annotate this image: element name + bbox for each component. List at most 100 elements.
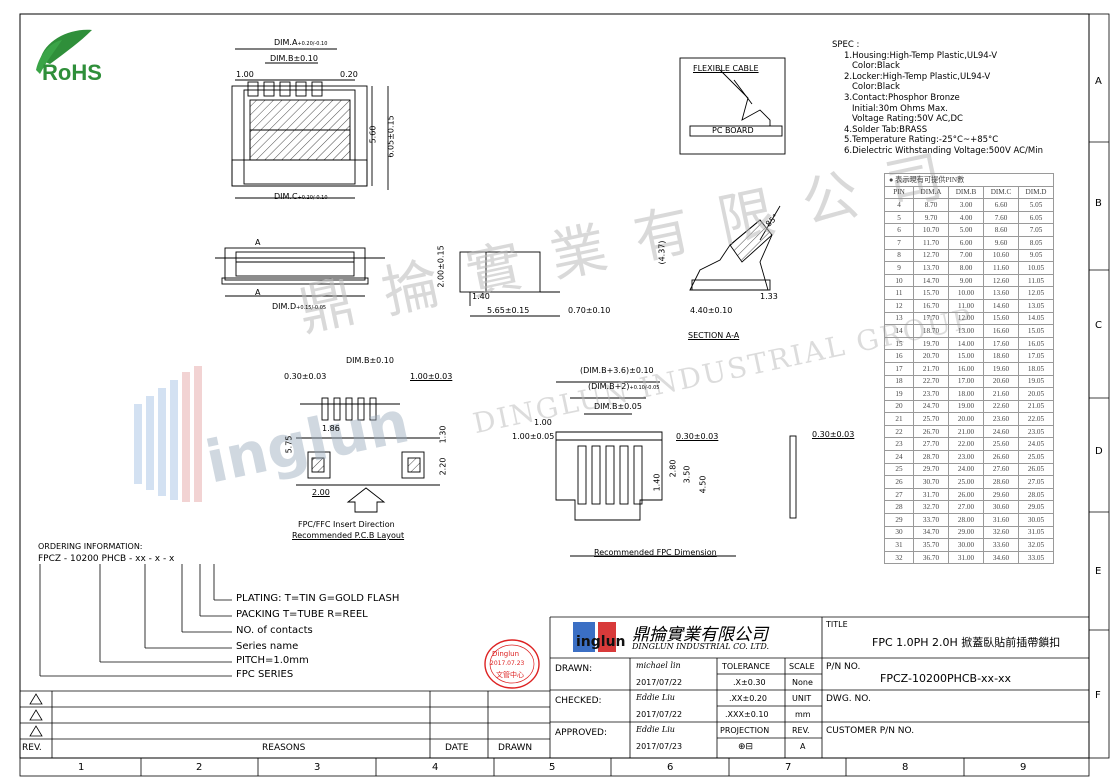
spec-title: SPEC : bbox=[832, 40, 860, 50]
table-header: DIM.A bbox=[913, 185, 949, 200]
table-cell: 26 bbox=[884, 475, 914, 489]
table-cell: 15.60 bbox=[983, 311, 1019, 326]
table-cell: 23.70 bbox=[913, 387, 949, 401]
company-name-en: DINGLUN INDUSTRIAL CO. LTD. bbox=[632, 642, 770, 651]
table-cell: 26.60 bbox=[983, 450, 1019, 464]
dim-c-label: DIM.C+0.20/-0.10 bbox=[274, 192, 328, 201]
table-cell: 23.00 bbox=[948, 450, 984, 464]
pn-value: FPCZ-10200PHCB-xx-xx bbox=[880, 672, 1012, 685]
table-cell: 18.70 bbox=[913, 324, 949, 338]
pn-label: P/N NO. bbox=[826, 662, 861, 672]
table-cell: 26.00 bbox=[948, 487, 984, 502]
table-cell: 14.05 bbox=[1018, 311, 1054, 326]
table-cell: 13.05 bbox=[1018, 298, 1054, 313]
table-cell: 31.05 bbox=[1018, 525, 1054, 540]
ordering-fpc-series: FPC SERIES bbox=[236, 669, 294, 680]
table-cell: 29.60 bbox=[983, 487, 1019, 502]
section-marker-bottom: A bbox=[255, 288, 261, 297]
table-cell: 10 bbox=[884, 273, 914, 288]
table-cell: 32.05 bbox=[1018, 538, 1054, 552]
table-cell: 29.70 bbox=[913, 462, 949, 477]
table-cell: 20.00 bbox=[948, 412, 984, 426]
scale-label: SCALE bbox=[789, 662, 815, 671]
table-cell: 5.05 bbox=[1018, 198, 1054, 212]
table-cell: 30.00 bbox=[948, 538, 984, 552]
spec-line: 6.Dielectric Withstanding Voltage:500V A… bbox=[844, 145, 1044, 156]
table-cell: 16 bbox=[884, 349, 914, 363]
grid-row-d: D bbox=[1095, 446, 1103, 457]
table-cell: 22.00 bbox=[948, 437, 984, 452]
dim-d-label: DIM.D+0.15/-0.05 bbox=[272, 302, 326, 311]
table-cell: 31 bbox=[884, 538, 914, 552]
tolerance-1: .X±0.30 bbox=[733, 678, 766, 687]
dim-200-015: 2.00±0.15 bbox=[436, 245, 446, 288]
table-cell: 18 bbox=[884, 374, 914, 389]
dim-440: 4.40±0.10 bbox=[690, 306, 733, 315]
table-header: DIM.D bbox=[1018, 185, 1054, 200]
drawn-label: DRAWN: bbox=[555, 664, 593, 674]
drawn-header: DRAWN bbox=[498, 743, 533, 753]
pcb-dim-b: DIM.B±0.10 bbox=[346, 356, 394, 365]
table-cell: 19.70 bbox=[913, 336, 949, 351]
table-cell: 9.05 bbox=[1018, 248, 1054, 263]
table-cell: 22.60 bbox=[983, 399, 1019, 414]
grid-col-1: 1 bbox=[78, 762, 85, 773]
rev-value: A bbox=[800, 742, 806, 751]
company-name-cn: 鼎掄實業有限公司 bbox=[632, 625, 768, 645]
table-cell: 32.60 bbox=[983, 525, 1019, 540]
table-cell: 7.05 bbox=[1018, 223, 1054, 237]
spec-line: Color:Black bbox=[852, 82, 900, 93]
table-cell: 7 bbox=[884, 235, 914, 250]
drawing-title: FPC 1.0PH 2.0H 掀蓋臥貼前插帶鎖扣 bbox=[872, 636, 1061, 649]
table-cell: 8.70 bbox=[913, 198, 949, 212]
table-cell: 23 bbox=[884, 437, 914, 452]
projection-symbol: ⊕⊟ bbox=[738, 742, 754, 752]
table-cell: 10.70 bbox=[913, 223, 949, 237]
table-cell: 25.00 bbox=[948, 475, 984, 489]
approved-date: 2017/07/23 bbox=[636, 742, 683, 751]
table-cell: 18.05 bbox=[1018, 361, 1054, 376]
ordering-packing: PACKING T=TUBE R=REEL bbox=[236, 609, 368, 620]
dim-133: 1.33 bbox=[760, 292, 778, 301]
table-cell: 20 bbox=[884, 399, 914, 414]
table-cell: 13.70 bbox=[913, 261, 949, 275]
table-cell: 4.00 bbox=[948, 210, 984, 225]
table-cell: 24 bbox=[884, 450, 914, 464]
table-cell: 6.00 bbox=[948, 235, 984, 250]
drawn-name: michael lin bbox=[636, 661, 681, 670]
table-cell: 33.70 bbox=[913, 513, 949, 527]
table-cell: 15.70 bbox=[913, 286, 949, 300]
dim-b-label: DIM.B±0.10 bbox=[270, 54, 318, 63]
fpc-dim-b36: (DIM.B+3.6)±0.10 bbox=[580, 366, 654, 375]
table-cell: 27.00 bbox=[948, 500, 984, 515]
rohs-logo: RoHS bbox=[42, 60, 102, 85]
checked-label: CHECKED: bbox=[555, 696, 602, 706]
grid-col-2: 2 bbox=[196, 762, 203, 773]
table-cell: 10.05 bbox=[1018, 261, 1054, 275]
fpc-dim-b005: DIM.B±0.05 bbox=[594, 402, 642, 411]
pcb-dim-130: 1.30 bbox=[438, 425, 448, 444]
table-cell: 21.70 bbox=[913, 361, 949, 376]
projection-label: PROJECTION bbox=[720, 726, 770, 735]
table-cell: 24.60 bbox=[983, 424, 1019, 439]
table-cell: 25.60 bbox=[983, 437, 1019, 452]
section-marker-top: A bbox=[255, 238, 261, 247]
dim-d-tol: +0.15/-0.05 bbox=[296, 305, 327, 311]
table-cell: 27.60 bbox=[983, 462, 1019, 477]
grid-col-5: 5 bbox=[549, 762, 556, 773]
fpc-dim-b2-tol: +0.10/-0.05 bbox=[629, 385, 660, 391]
grid-col-4: 4 bbox=[432, 762, 439, 773]
table-cell: 8.05 bbox=[1018, 235, 1054, 250]
table-cell: 34.70 bbox=[913, 525, 949, 540]
pcb-caption-insert: FPC/FFC Insert Direction bbox=[298, 520, 395, 529]
table-cell: 17.00 bbox=[948, 374, 984, 389]
